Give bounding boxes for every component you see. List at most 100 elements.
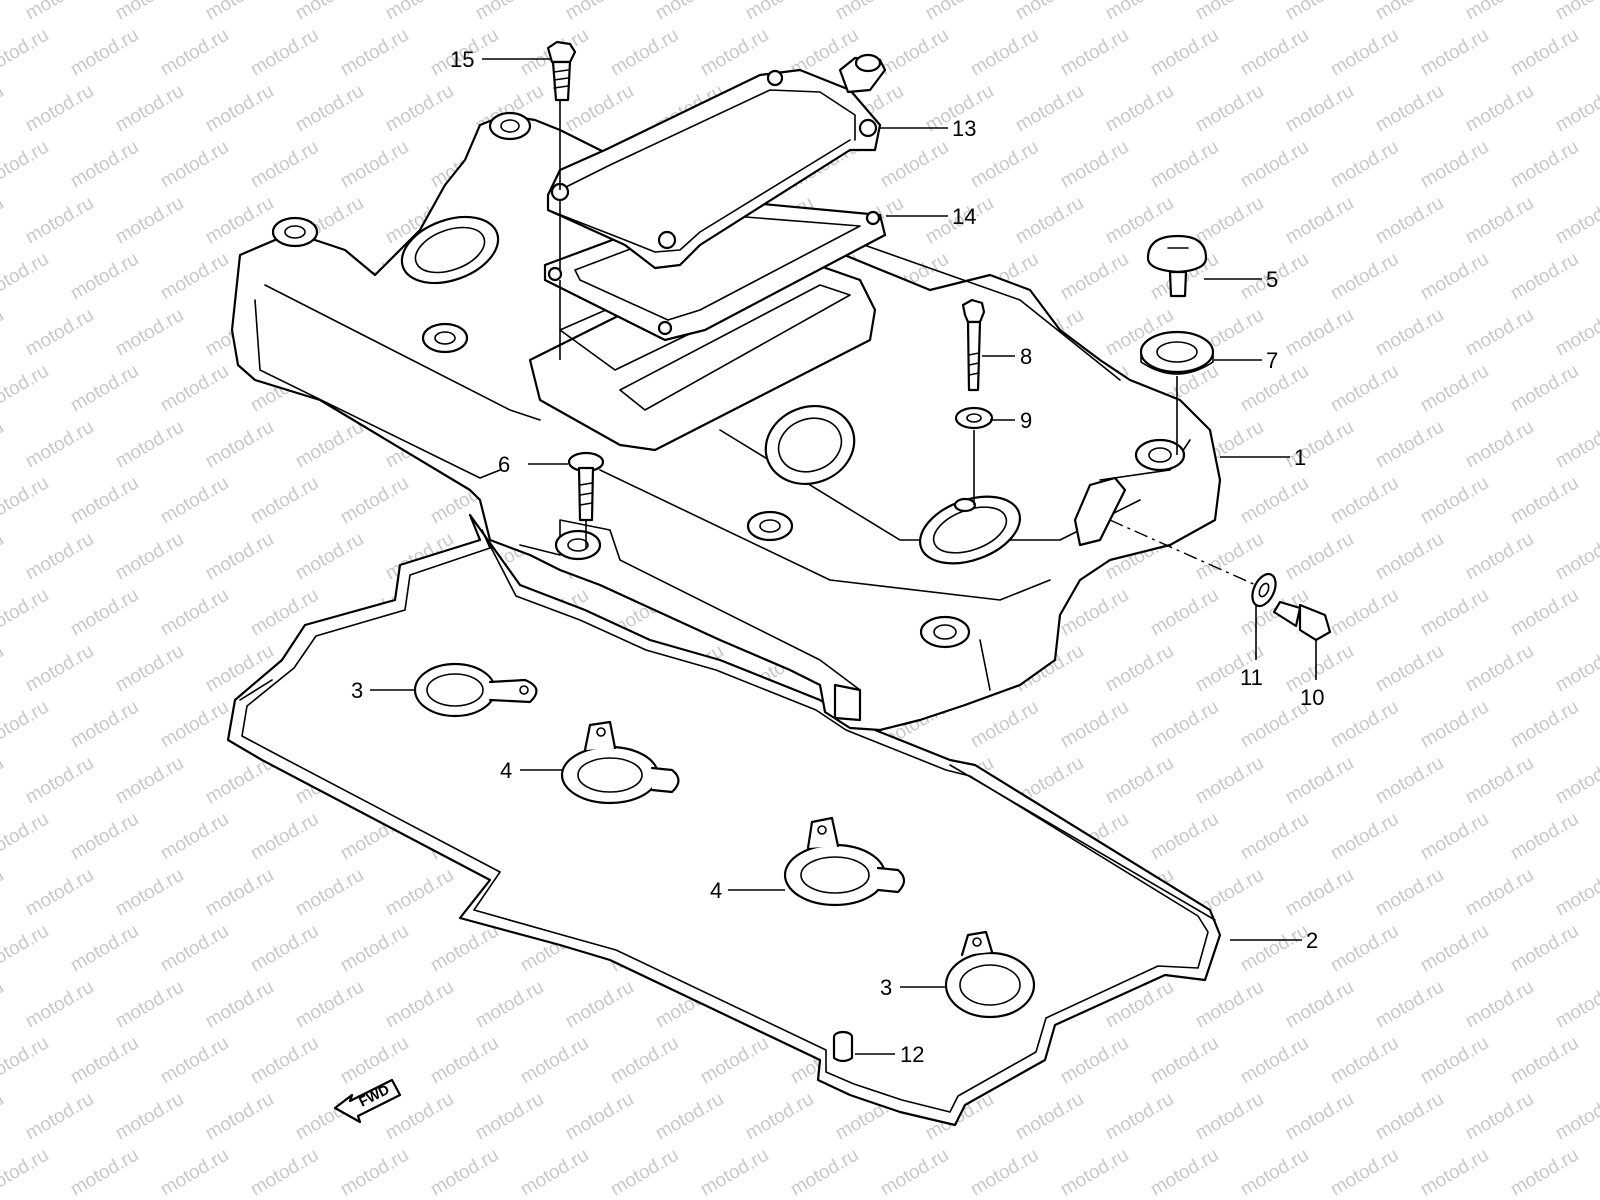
watermark-text: motod.ru (1192, 977, 1267, 1033)
watermark-text: motod.ru (1237, 1145, 1312, 1200)
watermark-text: motod.ru (67, 585, 142, 641)
watermark-text: motod.ru (1462, 865, 1537, 921)
watermark-text: motod.ru (112, 417, 187, 473)
watermark-text: motod.ru (22, 865, 97, 921)
watermark-text: motod.ru (202, 81, 277, 137)
watermark-text: motod.ru (1282, 1089, 1357, 1145)
callout-1: 1 (1294, 445, 1306, 470)
watermark-text: motod.ru (112, 81, 187, 137)
watermark-text: motod.ru (1282, 753, 1357, 809)
watermark-text: motod.ru (1327, 697, 1402, 753)
watermark-text: motod.ru (0, 977, 7, 1033)
watermark-text: motod.ru (112, 529, 187, 585)
cover-bolt-long (961, 298, 986, 392)
forward-direction-arrow: FWD (333, 1078, 402, 1124)
watermark-text: motod.ru (292, 977, 367, 1033)
watermark-text: motod.ru (1327, 921, 1402, 977)
watermark-text: motod.ru (0, 1033, 52, 1089)
watermark-text: motod.ru (1282, 305, 1357, 361)
callout-14: 14 (952, 204, 976, 229)
watermark-text: motod.ru (697, 1033, 772, 1089)
watermark-text: motod.ru (472, 0, 547, 24)
watermark-text: motod.ru (1147, 585, 1222, 641)
watermark-text: motod.ru (1372, 0, 1447, 24)
watermark-text: motod.ru (382, 81, 457, 137)
watermark-text: motod.ru (1552, 977, 1600, 1033)
watermark-text: motod.ru (67, 1033, 142, 1089)
watermark-text: motod.ru (247, 809, 322, 865)
watermark-text: motod.ru (1372, 753, 1447, 809)
watermark-text: motod.ru (1552, 529, 1600, 585)
watermark-text: motod.ru (22, 529, 97, 585)
watermark-text: motod.ru (112, 0, 187, 24)
watermark-text: motod.ru (1012, 1089, 1087, 1145)
watermark-text: motod.ru (1552, 305, 1600, 361)
watermark-text: motod.ru (517, 1145, 592, 1200)
watermark-text: motod.ru (247, 25, 322, 81)
watermark-text: motod.ru (0, 921, 52, 977)
watermark-text: motod.ru (1012, 81, 1087, 137)
watermark-text: motod.ru (742, 0, 817, 24)
callout-8: 8 (1020, 344, 1032, 369)
watermark-text: motod.ru (1552, 81, 1600, 137)
watermark-text: motod.ru (1192, 0, 1267, 24)
watermark-text: motod.ru (202, 977, 277, 1033)
watermark-text: motod.ru (382, 865, 457, 921)
callout-4-lower: 4 (710, 878, 722, 903)
watermark-text: motod.ru (0, 193, 7, 249)
watermark-text: motod.ru (1147, 1033, 1222, 1089)
watermark-text: motod.ru (472, 977, 547, 1033)
watermark-text: motod.ru (247, 137, 322, 193)
watermark-text: motod.ru (1507, 361, 1582, 417)
watermark-text: motod.ru (22, 305, 97, 361)
watermark-text: motod.ru (1237, 809, 1312, 865)
callout-10: 10 (1300, 685, 1324, 710)
watermark-text: motod.ru (877, 1145, 952, 1200)
watermark-text: motod.ru (1552, 193, 1600, 249)
watermark-text: motod.ru (292, 81, 367, 137)
watermark-text: motod.ru (517, 1033, 592, 1089)
watermark-text: motod.ru (0, 0, 7, 24)
callout-7: 7 (1266, 348, 1278, 373)
watermark-text: motod.ru (1012, 193, 1087, 249)
watermark-text: motod.ru (427, 921, 502, 977)
callout-leaders (370, 58, 1317, 1055)
watermark-text: motod.ru (1327, 137, 1402, 193)
watermark-text: motod.ru (337, 921, 412, 977)
watermark-text: motod.ru (292, 0, 367, 24)
watermark-text: motod.ru (1237, 25, 1312, 81)
watermark-text: motod.ru (562, 1089, 637, 1145)
watermark-text: motod.ru (1552, 865, 1600, 921)
watermark-text: motod.ru (697, 25, 772, 81)
watermark-text: motod.ru (292, 529, 367, 585)
watermark-text: motod.ru (1192, 529, 1267, 585)
watermark-text: motod.ru (1552, 0, 1600, 24)
watermark-text: motod.ru (67, 137, 142, 193)
watermark-text: motod.ru (1147, 697, 1222, 753)
watermark-text: motod.ru (0, 697, 52, 753)
watermark-text: motod.ru (1507, 809, 1582, 865)
watermark-text: motod.ru (1372, 641, 1447, 697)
watermark-text: motod.ru (22, 641, 97, 697)
watermark-text: motod.ru (967, 25, 1042, 81)
watermark-text: motod.ru (1552, 1089, 1600, 1145)
watermark-text: motod.ru (1462, 641, 1537, 697)
watermark-text: motod.ru (202, 1089, 277, 1145)
watermark-text: motod.ru (0, 417, 7, 473)
watermark-text: motod.ru (1462, 193, 1537, 249)
watermark-text: motod.ru (1552, 417, 1600, 473)
watermark-text: motod.ru (1507, 1033, 1582, 1089)
watermark-text: motod.ru (877, 25, 952, 81)
callout-11: 11 (1240, 665, 1263, 690)
watermark-text: motod.ru (1372, 305, 1447, 361)
watermark-text: motod.ru (157, 361, 232, 417)
watermark-text: motod.ru (1507, 473, 1582, 529)
watermark-text: motod.ru (0, 305, 7, 361)
watermark-text: motod.ru (22, 417, 97, 473)
watermark-text: motod.ru (1552, 641, 1600, 697)
watermark-text: motod.ru (0, 361, 52, 417)
watermark-text: motod.ru (0, 641, 7, 697)
watermark-text: motod.ru (157, 809, 232, 865)
watermark-text: motod.ru (112, 641, 187, 697)
